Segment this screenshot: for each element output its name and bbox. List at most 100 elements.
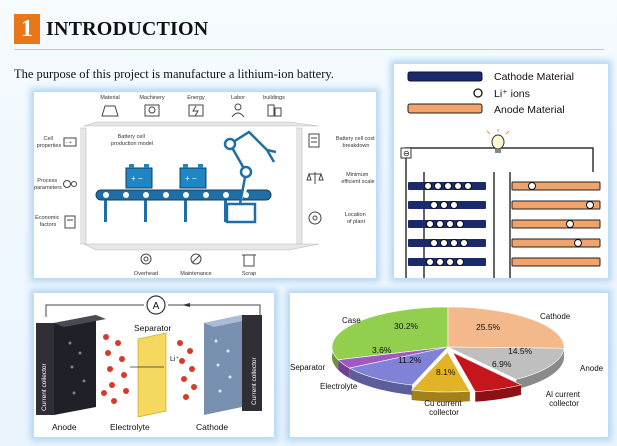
pie-label-cathode: Cathode [540, 312, 571, 321]
bottom-label-overhead: Overhead [134, 271, 158, 277]
pie-label-electrolyte: Electrolyte [320, 382, 358, 391]
pie-value-anode: 14.5% [508, 346, 533, 356]
pie-slice-side-electrolyte [349, 368, 413, 396]
electrolyte-ions [101, 334, 197, 404]
anode-plates [511, 181, 601, 267]
ion-legend-swatch [473, 88, 483, 98]
production-model-panel: Material Machinery Energy Labor building… [34, 92, 376, 278]
left-brace [80, 127, 87, 245]
svg-text:⊖: ⊖ [403, 149, 410, 158]
pie-slice-case [331, 306, 449, 361]
pie-value-electrolyte: 11.2% [398, 355, 422, 365]
material-icon [101, 105, 119, 117]
scale-icon [306, 172, 324, 184]
left-label-process-parameters: Process parameters [34, 178, 62, 191]
cathode-dots [214, 339, 232, 393]
pie-slice-side-cu-current-collector [411, 390, 470, 402]
svg-text:+ −: + − [185, 174, 197, 183]
external-circuit-wire [45, 304, 261, 317]
cathode-label: Cathode [196, 422, 228, 432]
document-icon [308, 133, 320, 148]
battery-cell-1: + − [125, 164, 153, 189]
machinery-icon [144, 104, 160, 117]
section-number-badge: 1 [14, 14, 40, 44]
pie-value-case: 30.2% [394, 321, 419, 331]
pie-slice-side-anode [516, 348, 564, 390]
anode-ions [528, 182, 594, 247]
svg-text:+ −: + − [131, 174, 143, 183]
separator-ion-label: Li⁺ [170, 356, 179, 363]
separator-membrane [137, 332, 167, 418]
right-label-location: Location of plant [345, 212, 367, 225]
cell-cross-section-panel: A Separator Current collector Li⁺ [34, 293, 274, 437]
right-label-cost-breakdown: Battery cell cost breakdown [336, 136, 376, 149]
pie-value-cu-collector: 8.1% [436, 367, 456, 377]
battery-cell-2: + − [179, 164, 207, 189]
buildings-icon [267, 104, 282, 117]
electrode-panel: Cathode Material Li⁺ ions Anode Material… [394, 64, 608, 278]
ammeter-label: A [153, 301, 160, 312]
top-label-machinery: Machinery [139, 95, 165, 101]
anode-legend-label: Anode Material [494, 104, 565, 116]
right-brace [296, 127, 303, 245]
pie-slice-side-al-current-collector [475, 384, 521, 402]
anode-block [54, 315, 96, 415]
pie-slice-al-current-collector [452, 351, 522, 393]
pie-value-separator: 3.6% [372, 345, 392, 355]
bottom-label-maintenance: Maintenance [180, 271, 212, 277]
cost-pie-chart: Case Cathode Anode Al current collector … [290, 306, 604, 417]
pie-label-case: Case [342, 316, 361, 325]
labor-icon [231, 103, 245, 118]
bottom-brace [83, 243, 320, 251]
cost-pie-panel: Case Cathode Anode Al current collector … [290, 293, 608, 437]
conveyor-belt [95, 189, 272, 222]
pie-slice-anode [447, 346, 565, 380]
trash-icon [242, 254, 256, 267]
right-current-collector [242, 315, 262, 411]
battery-icon: - + [63, 137, 77, 147]
left-current-collector [36, 323, 54, 415]
minus-terminal [400, 147, 412, 159]
anode-dots [68, 341, 86, 395]
calculator-icon [64, 215, 76, 229]
maintenance-icon [190, 253, 202, 265]
cathode-legend-label: Cathode Material [494, 71, 574, 83]
anode-frame [493, 172, 511, 278]
top-label-material: Material [100, 95, 120, 101]
ion-legend-label: Li⁺ ions [494, 88, 530, 100]
title-divider [14, 49, 604, 50]
production-model-diagram: Material Machinery Energy Labor building… [34, 95, 376, 277]
top-label-buildings: buildings [263, 95, 285, 101]
section-title: INTRODUCTION [46, 18, 209, 40]
left-current-collector-label: Current collector [41, 362, 48, 411]
center-label-production-model: Battery cell production model [111, 134, 153, 147]
top-brace [83, 121, 320, 127]
right-label-efficient-scale: Minimum efficient scale [341, 172, 374, 185]
energy-icon [188, 104, 204, 117]
top-label-energy: Energy [187, 95, 205, 101]
pie-slice-cu-current-collector [410, 351, 471, 393]
cathode-block [204, 315, 242, 415]
lightbulb-icon [486, 129, 510, 153]
ammeter-icon [146, 295, 166, 315]
pie-slice-electrolyte [348, 346, 449, 386]
overhead-gear-icon [140, 253, 152, 265]
pie-value-cathode: 25.5% [476, 322, 501, 332]
pie-value-al-collector: 6.9% [492, 359, 512, 369]
pie-slice-side-separator [338, 359, 350, 379]
pie-slice-cathode [447, 306, 565, 349]
pie-label-separator: Separator [290, 363, 325, 372]
electrode-diagram: Cathode Material Li⁺ ions Anode Material… [400, 71, 601, 278]
li-ions [424, 182, 472, 266]
pie-label-al-collector: Al current collector [546, 390, 582, 408]
top-label-labor: Labor [231, 95, 245, 101]
electrolyte-label: Electrolyte [110, 422, 150, 432]
bottom-label-scrap: Scrap [242, 271, 256, 277]
anode-label: Anode [52, 422, 77, 432]
separator-label: Separator [134, 323, 171, 333]
purpose-text: The purpose of this project is manufactu… [14, 67, 334, 81]
gears-icon [63, 180, 77, 188]
pie-slice-separator [337, 346, 449, 369]
cathode-legend-swatch [407, 71, 483, 82]
left-label-cell-properties: Cell properties [37, 136, 62, 149]
